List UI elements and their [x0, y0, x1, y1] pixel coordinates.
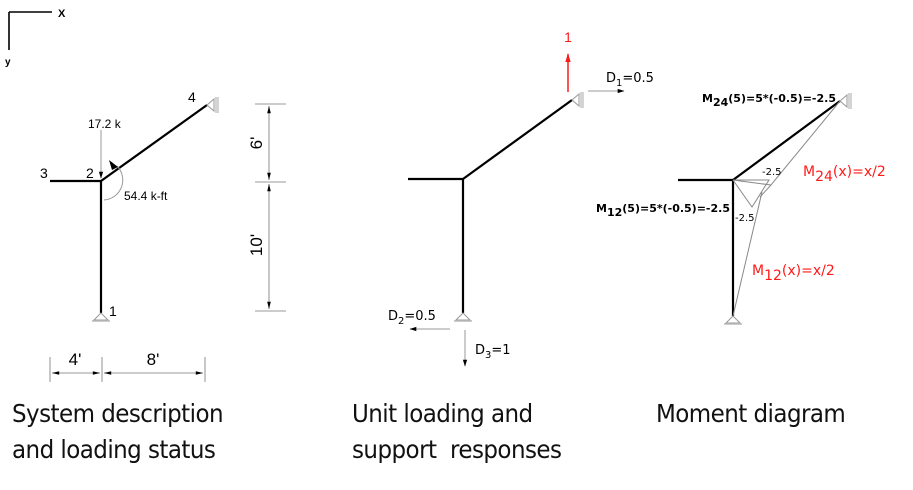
- reaction-d3-label: D3=1: [475, 343, 511, 361]
- moment-corner-triangle: [732, 179, 770, 208]
- caption-panel1-line1: System description: [12, 399, 224, 428]
- dim-label-4ft: 4': [69, 350, 82, 369]
- caption-panel1: System description and loading status: [12, 396, 224, 468]
- moment-tick-top: -2.5: [762, 167, 782, 178]
- pin-support-icon: [454, 312, 472, 322]
- caption-panel2-line2: support responses: [352, 435, 562, 464]
- moment-label: 54.4 k-ft: [124, 189, 168, 203]
- m12-value-label: M12(5)=5*(-0.5)=-2.5: [596, 202, 730, 219]
- moment-curve-m12: [732, 191, 763, 317]
- node-label-2: 2: [86, 165, 94, 181]
- moment-connector-line: [759, 184, 772, 198]
- dim-label-6ft: 6': [247, 137, 266, 150]
- caption-panel3: Moment diagram: [656, 396, 846, 432]
- member-2-4: [732, 100, 841, 181]
- y-axis-label: y: [5, 57, 11, 68]
- caption-panel3-line1: Moment diagram: [656, 399, 846, 428]
- reaction-d2-label: D2=0.5: [388, 309, 436, 327]
- pin-support-icon: [724, 315, 742, 325]
- caption-panel2: Unit loading and support responses: [352, 396, 562, 468]
- roller-support-icon: [206, 97, 219, 113]
- reaction-d1-label: D1=0.5: [606, 71, 654, 89]
- roller-support-icon: [571, 92, 584, 108]
- m24-function-label: M24(x)=x/2: [803, 164, 886, 185]
- x-axis-label: X: [58, 8, 66, 20]
- axes-indicator: X y: [5, 8, 66, 68]
- m12-function-label: M12(x)=x/2: [752, 263, 835, 284]
- horizontal-dimension: 4' 8': [49, 350, 206, 382]
- panel-system-description: 17.2 k 54.4 k-ft 3 2 4 1 6' 10' 4' 8': [40, 89, 286, 382]
- moment-tick-side: -2.5: [735, 213, 755, 224]
- dim-label-10ft: 10': [247, 234, 266, 256]
- unit-load-label: 1: [564, 29, 572, 45]
- point-load-label: 17.2 k: [88, 117, 122, 131]
- moment-arc: [103, 165, 124, 201]
- vertical-dimension: 6' 10': [247, 103, 286, 312]
- dim-label-8ft: 8': [147, 350, 160, 369]
- moment-arrowhead-icon: [109, 160, 118, 170]
- caption-panel1-line2: and loading status: [12, 435, 216, 464]
- node-label-1: 1: [109, 303, 117, 319]
- panel-moment-diagram: -2.5 -2.5 M24(5)=5*(-0.5)=-2.5 M12(5)=5*…: [596, 92, 886, 325]
- caption-panel2-line1: Unit loading and: [352, 399, 533, 428]
- roller-support-icon: [839, 93, 852, 109]
- node-label-4: 4: [188, 89, 196, 105]
- panel-unit-loading: 1 D1=0.5 D2=0.5 D3=1: [388, 29, 654, 367]
- node-label-3: 3: [40, 165, 48, 181]
- pin-support-icon: [92, 312, 110, 322]
- m24-value-label: M24(5)=5*(-0.5)=-2.5: [702, 92, 836, 109]
- member-2-4: [462, 99, 573, 180]
